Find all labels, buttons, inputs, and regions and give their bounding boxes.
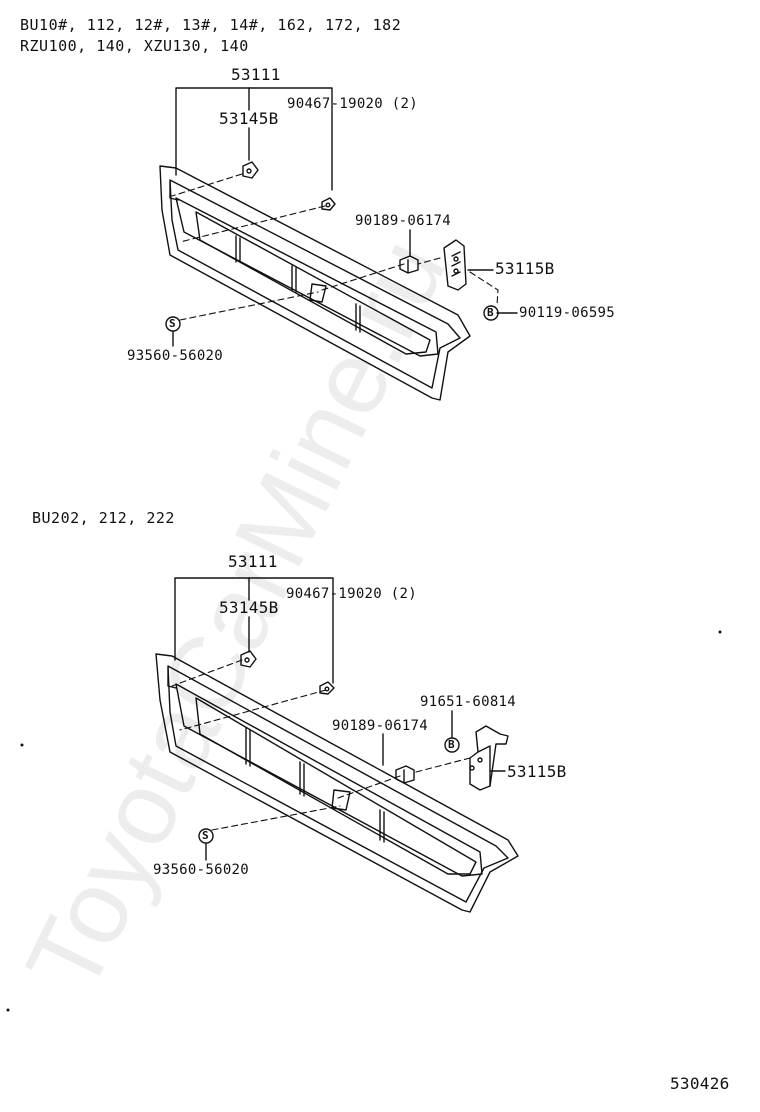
nut-clip-top xyxy=(399,255,419,274)
grille-top xyxy=(159,165,471,401)
scan-dot xyxy=(718,630,722,634)
bolt-symbol-circle-bottom xyxy=(444,737,460,753)
callout-bolt-b-bottom: 91651-60814 xyxy=(420,694,517,710)
bolt-symbol-circle-top xyxy=(483,305,499,321)
callout-screw-s-bottom: 93560-56020 xyxy=(153,862,250,878)
callout-bracket-bottom: 53115B xyxy=(507,762,567,781)
dashed-lines-top xyxy=(171,173,499,321)
callout-screw-s-top: 93560-56020 xyxy=(127,348,224,364)
applicability-line-2: RZU100, 140, XZU130, 140 xyxy=(20,37,249,55)
callout-clip-top: 53145B xyxy=(219,109,279,128)
callout-nut-clip-bottom: 90189-06174 xyxy=(332,718,429,734)
screw-clip-bottom xyxy=(319,681,335,695)
diagram-number: 530426 xyxy=(670,1074,730,1093)
leaders-bottom xyxy=(174,577,506,861)
callout-bracket-top: 53115B xyxy=(495,259,555,278)
grille-bottom xyxy=(155,653,519,913)
applicability-line-3: BU202, 212, 222 xyxy=(32,509,175,527)
screw-clip-top xyxy=(321,197,336,211)
bolt-symbol-top: B xyxy=(487,306,494,319)
screw-symbol-circle-bottom xyxy=(198,828,214,844)
callout-screw-bottom: 90467-19020 (2) xyxy=(286,586,417,602)
applicability-line-1: BU10#, 112, 12#, 13#, 14#, 162, 172, 182 xyxy=(20,16,402,34)
callout-grille-bottom: 53111 xyxy=(228,552,278,571)
screw-symbol-circle-top xyxy=(165,316,181,332)
screw-symbol-bottom: S xyxy=(202,829,209,842)
clip-53145b-top xyxy=(242,161,259,179)
screw-symbol-top: S xyxy=(169,317,176,330)
bracket-53115b-top xyxy=(443,239,467,291)
dashed-lines-bottom xyxy=(171,659,471,831)
callout-nut-clip-top: 90189-06174 xyxy=(355,213,452,229)
leaders-top xyxy=(172,87,518,347)
callout-screw-top: 90467-19020 (2) xyxy=(287,96,418,112)
scan-dot xyxy=(20,743,24,747)
clip-53145b-bottom xyxy=(240,650,257,668)
bracket-53115b-bottom xyxy=(469,725,509,791)
nut-clip-bottom xyxy=(395,765,415,784)
callout-clip-bottom: 53145B xyxy=(219,598,279,617)
callout-bolt-top: 90119-06595 xyxy=(519,305,616,321)
callout-grille-top: 53111 xyxy=(231,65,281,84)
scan-dot xyxy=(6,1008,10,1012)
bolt-symbol-bottom: B xyxy=(448,738,455,751)
